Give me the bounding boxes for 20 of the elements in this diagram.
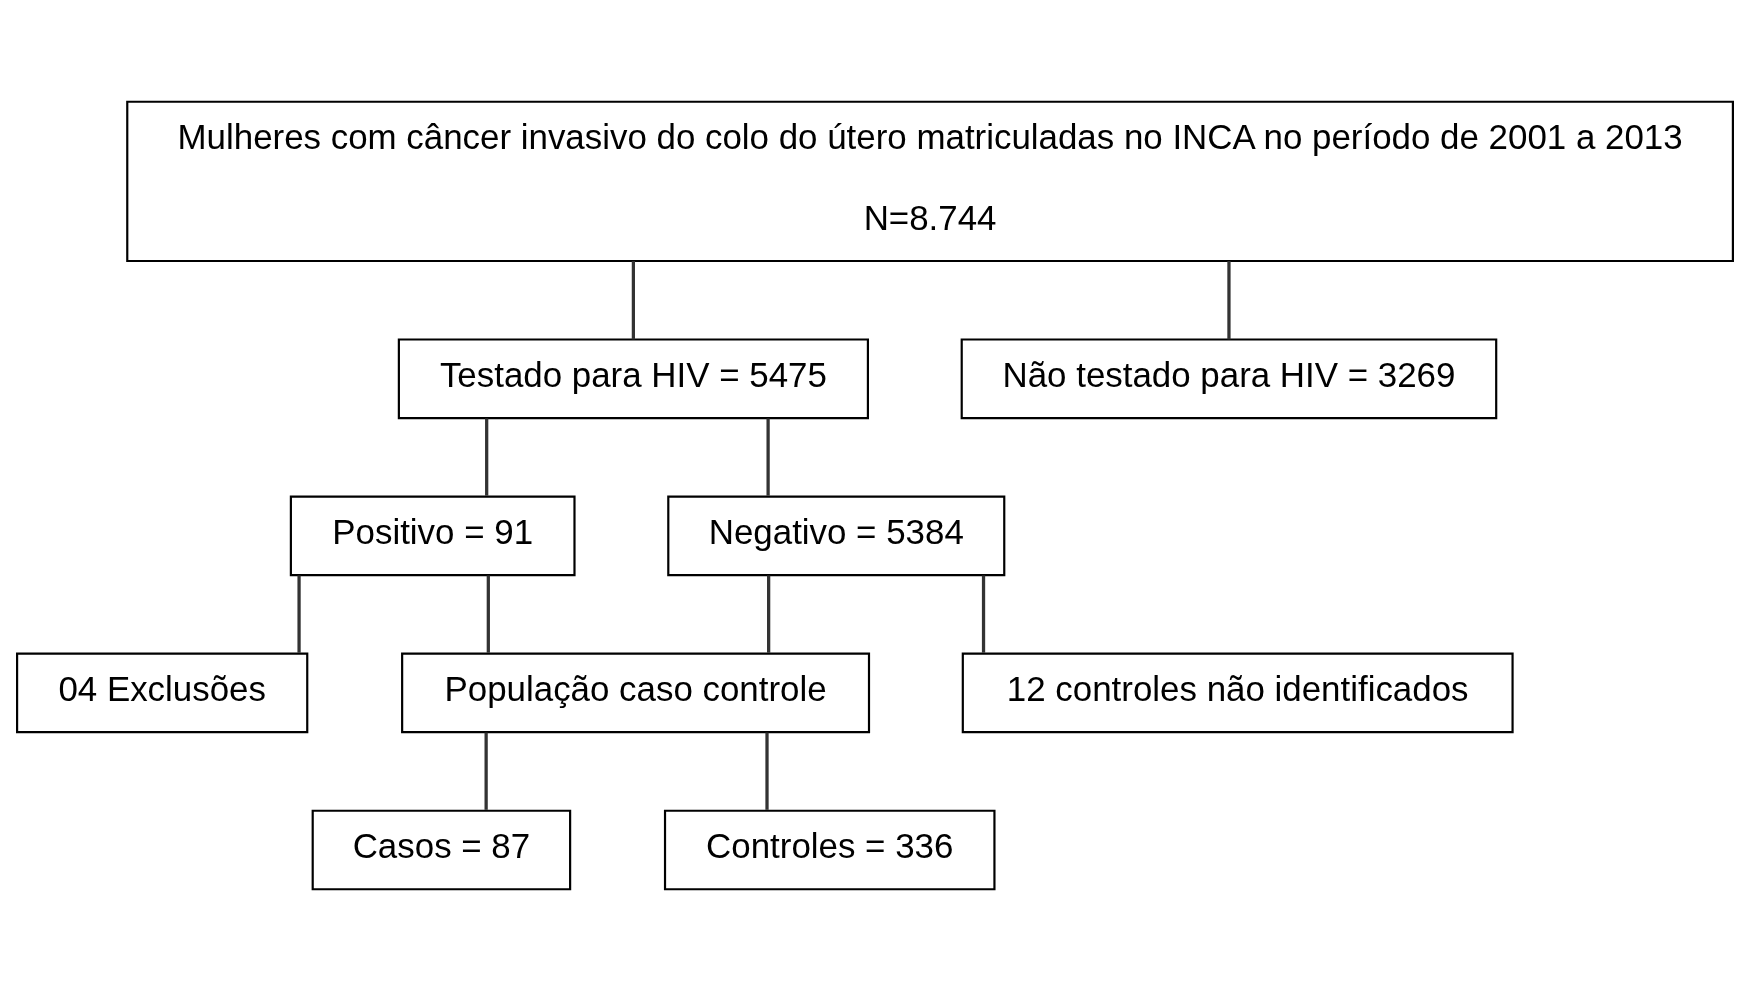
connector: [486, 575, 490, 653]
node-box: 04 Exclusões: [16, 652, 309, 734]
node-box: Não testado para HIV = 3269: [960, 338, 1498, 420]
connector: [766, 418, 770, 496]
connector: [484, 732, 488, 810]
connector: [765, 732, 769, 810]
connector: [297, 575, 301, 653]
connector: [631, 261, 636, 340]
connector: [767, 575, 771, 653]
connector: [981, 575, 986, 653]
node-box: Controles = 336: [663, 809, 996, 891]
node-box: 12 controles não identificados: [961, 652, 1514, 734]
node-box: Casos = 87: [311, 809, 572, 891]
node-box: Negativo = 5384: [667, 495, 1006, 577]
node-box: Positivo = 91: [289, 495, 576, 577]
connector: [1227, 261, 1231, 340]
node-box: Mulheres com câncer invasivo do colo do útero matriculadas no INCA no período de 2001 a 2013 N=8.744: [126, 100, 1734, 263]
node-box: População caso controle: [401, 652, 871, 734]
connector: [485, 418, 489, 496]
node-box: Testado para HIV = 5475: [397, 338, 869, 420]
